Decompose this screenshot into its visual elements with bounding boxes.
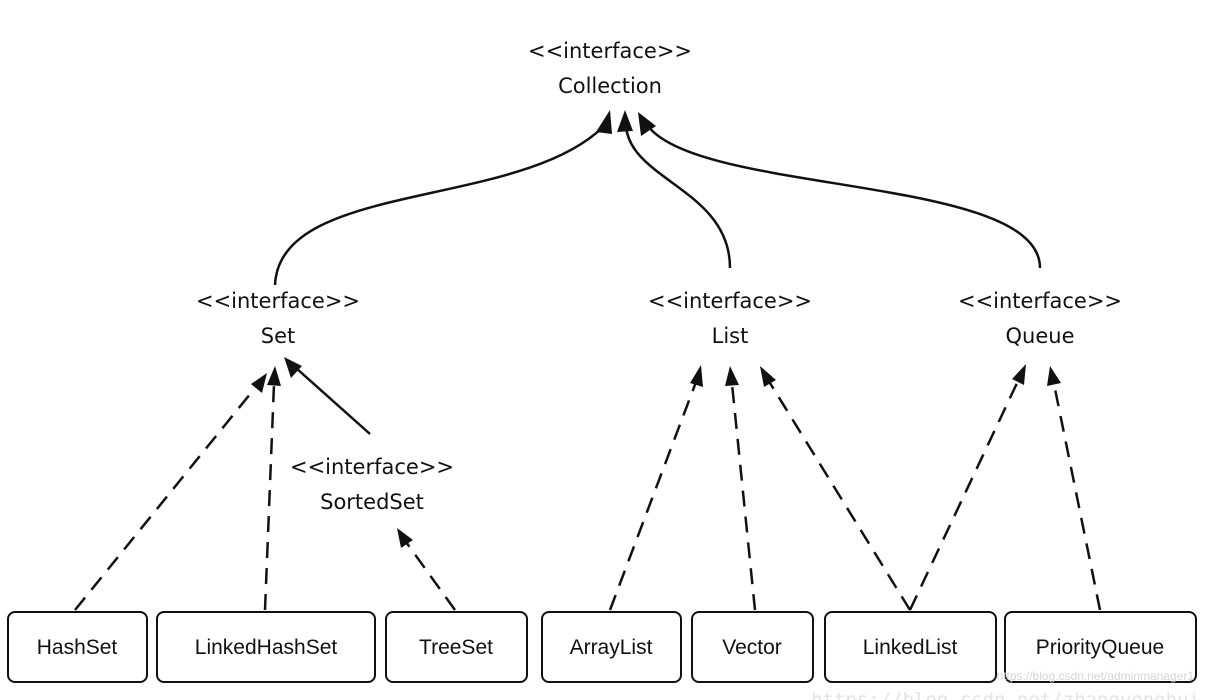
treeset-to-sortedset-arrowhead — [397, 528, 413, 548]
queue-name: Queue — [1006, 324, 1075, 348]
class-linkedlist: LinkedList — [824, 611, 997, 683]
priorityqueue-label: PriorityQueue — [1036, 636, 1164, 659]
class-hashset: HashSet — [7, 611, 148, 683]
interface-queue: <<interface>> Queue — [958, 289, 1122, 348]
collection-stereotype: <<interface>> — [528, 39, 692, 63]
vector-to-list-arrowhead — [725, 366, 739, 386]
class-arraylist: ArrayList — [541, 611, 682, 683]
queue-to-collection-edge — [647, 125, 1042, 269]
priorityqueue-to-queue-arrowhead — [1047, 366, 1061, 386]
vector-box — [691, 611, 814, 683]
list-name: List — [712, 324, 749, 348]
priorityqueue-to-queue-edge — [1052, 383, 1102, 611]
queue-stereotype: <<interface>> — [958, 289, 1122, 313]
arraylist-box — [541, 611, 682, 683]
interface-collection: <<interface>> Collection — [528, 39, 692, 98]
linkedlist-to-queue-edge — [908, 380, 1020, 611]
interface-set: <<interface>> Set — [196, 289, 360, 348]
watermark-line-1: https://blog.csdn.net/adminmanager1 — [997, 669, 1195, 683]
sortedset-stereotype: <<interface>> — [290, 455, 454, 479]
linkedlist-label: LinkedList — [863, 636, 958, 659]
vector-to-list-edge — [730, 383, 757, 611]
class-linkedhashset: LinkedHashSet — [156, 611, 376, 683]
class-vector: Vector — [691, 611, 814, 683]
linkedlist-box — [824, 611, 997, 683]
treeset-box — [385, 611, 528, 683]
linkedlist-to-queue-arrowhead — [1012, 364, 1026, 385]
hashset-to-set-edge — [74, 387, 256, 611]
list-to-collection-arrowhead — [617, 110, 633, 132]
sortedset-to-set-arrowhead — [284, 357, 302, 378]
watermark-line-2: https://blog.csdn.net/zhangyonghui — [811, 689, 1200, 700]
set-name: Set — [261, 324, 295, 348]
set-stereotype: <<interface>> — [196, 289, 360, 313]
linkedhashset-box — [156, 611, 376, 683]
linkedlist-to-list-edge — [768, 382, 912, 611]
list-stereotype: <<interface>> — [648, 289, 812, 313]
linkedhashset-to-set-arrowhead — [267, 366, 281, 386]
collection-name: Collection — [558, 74, 662, 98]
set-to-collection-arrowhead — [596, 110, 612, 134]
interface-list: <<interface>> List — [648, 289, 812, 348]
arraylist-to-list-edge — [608, 381, 698, 611]
queue-to-collection-arrowhead — [638, 112, 656, 136]
arraylist-to-list-arrowhead — [690, 365, 703, 387]
treeset-label: TreeSet — [419, 636, 493, 659]
hashset-label: HashSet — [37, 636, 118, 659]
priorityqueue-box — [1004, 611, 1197, 683]
linkedlist-to-list-arrowhead — [760, 366, 776, 387]
set-to-collection-edge — [273, 125, 605, 286]
vector-label: Vector — [722, 636, 782, 659]
linkedhashset-label: LinkedHashSet — [195, 636, 338, 659]
list-to-collection-edge — [624, 125, 732, 269]
sortedset-to-set-edge — [295, 367, 371, 435]
hashset-box — [7, 611, 148, 683]
class-treeset: TreeSet — [385, 611, 528, 683]
sortedset-name: SortedSet — [320, 490, 424, 514]
linkedhashset-to-set-edge — [263, 383, 276, 611]
treeset-to-sortedset-edge — [404, 541, 457, 611]
arraylist-label: ArrayList — [570, 636, 653, 659]
hashset-to-set-arrowhead — [251, 373, 267, 393]
class-priorityqueue: PriorityQueue — [1004, 611, 1197, 683]
interface-sortedset: <<interface>> SortedSet — [290, 455, 454, 514]
